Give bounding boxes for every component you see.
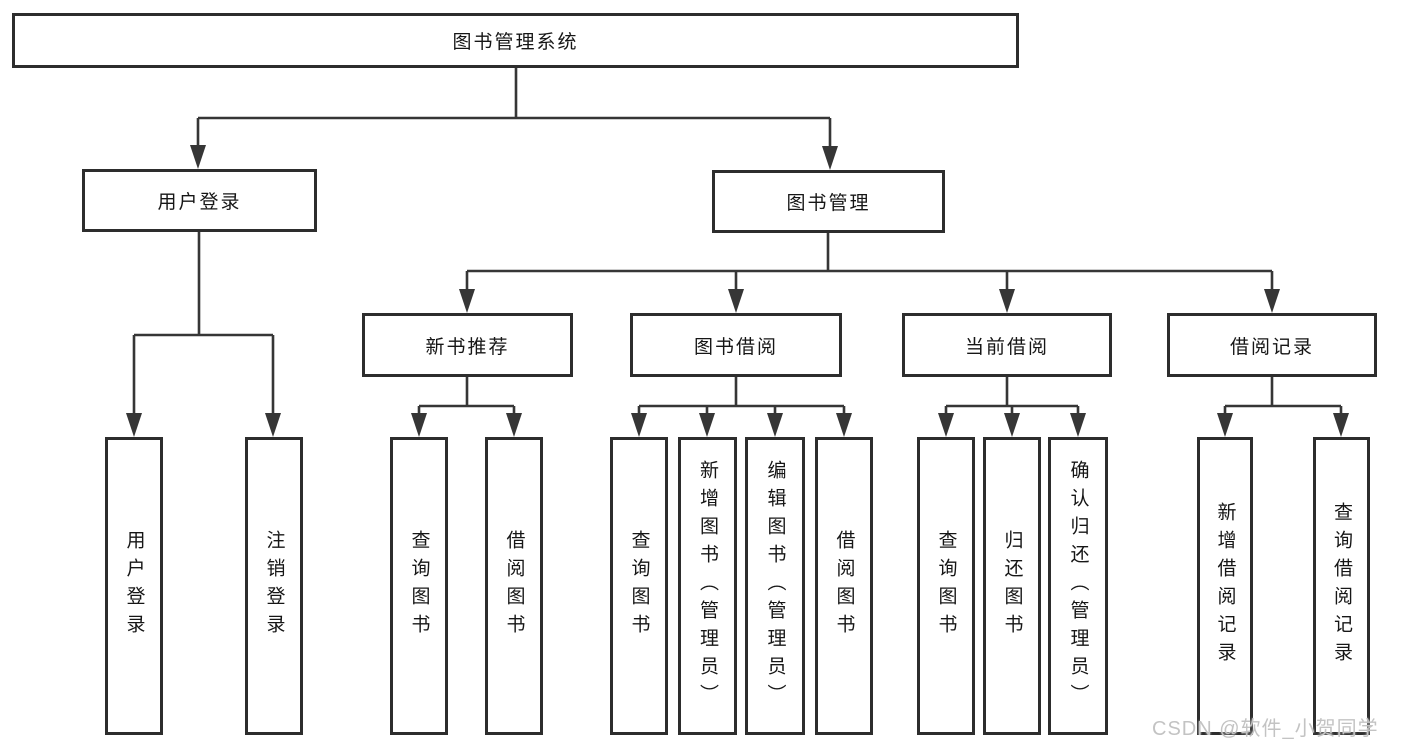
node-label: 借阅记录 [1229, 336, 1314, 358]
leaf-return-books: 归还图书 [983, 437, 1041, 735]
arrowheads [126, 145, 1349, 437]
node-label: 借阅图书 [503, 530, 525, 642]
leaf-borrow-books: 借阅图书 [815, 437, 873, 735]
node-label: 新书推荐 [425, 336, 510, 358]
node-label: 编辑图书（管理员） [764, 460, 786, 712]
leaf-query-books-current: 查询图书 [917, 437, 975, 735]
arrow-down-icon [767, 413, 783, 437]
node-label: 借阅图书 [833, 530, 855, 642]
leaf-logout: 注销登录 [245, 437, 303, 735]
node-label: 确认归还（管理员） [1067, 460, 1089, 712]
node-label: 用户登录 [157, 192, 242, 213]
node-label: 图书管理 [786, 193, 871, 214]
arrow-down-icon [938, 413, 954, 437]
node-current-borrowing: 当前借阅 [902, 313, 1112, 377]
node-borrowing-records: 借阅记录 [1167, 313, 1377, 377]
tree-edges [132, 68, 1343, 415]
leaf-query-books-recommend: 查询图书 [390, 437, 448, 735]
node-label: 查询图书 [408, 530, 430, 642]
arrow-down-icon [631, 413, 647, 437]
arrow-down-icon [822, 146, 838, 170]
arrow-down-icon [506, 413, 522, 437]
arrow-down-icon [1070, 413, 1086, 437]
arrow-down-icon [1333, 413, 1349, 437]
node-label: 新增借阅记录 [1214, 502, 1236, 670]
node-book-management: 图书管理 [712, 170, 945, 233]
arrow-down-icon [1264, 289, 1280, 313]
leaf-user-login: 用户登录 [105, 437, 163, 735]
node-label: 查询图书 [935, 530, 957, 642]
arrow-down-icon [126, 413, 142, 437]
leaf-query-books-borrow: 查询图书 [610, 437, 668, 735]
node-label: 查询借阅记录 [1331, 502, 1352, 670]
node-label: 用户登录 [123, 530, 145, 642]
arrow-down-icon [190, 145, 206, 169]
node-label: 新增图书（管理员） [697, 460, 718, 712]
leaf-borrow-books-recommend: 借阅图书 [485, 437, 543, 735]
arrow-down-icon [1004, 413, 1020, 437]
arrow-down-icon [728, 289, 744, 313]
node-new-book-recommendation: 新书推荐 [362, 313, 573, 377]
csdn-watermark: CSDN @软件_小贺同学 [1152, 718, 1379, 740]
arrow-down-icon [699, 413, 715, 437]
arrow-down-icon [836, 413, 852, 437]
leaf-add-books-admin: 新增图书（管理员） [678, 437, 737, 735]
node-label: 图书管理系统 [452, 32, 579, 53]
leaf-edit-books-admin: 编辑图书（管理员） [745, 437, 805, 735]
arrow-down-icon [999, 289, 1015, 313]
node-label: 归还图书 [1001, 530, 1023, 642]
node-book-borrowing: 图书借阅 [630, 313, 842, 377]
arrow-down-icon [411, 413, 427, 437]
node-user-login: 用户登录 [82, 169, 317, 232]
node-label: 注销登录 [263, 530, 285, 642]
leaf-query-borrow-record: 查询借阅记录 [1313, 437, 1370, 735]
leaf-add-borrow-record: 新增借阅记录 [1197, 437, 1253, 735]
arrow-down-icon [1217, 413, 1233, 437]
node-library-system: 图书管理系统 [12, 13, 1019, 68]
arrow-down-icon [265, 413, 281, 437]
node-label: 当前借阅 [964, 336, 1049, 358]
node-label: 图书借阅 [693, 336, 778, 358]
leaf-confirm-return-admin: 确认归还（管理员） [1048, 437, 1108, 735]
arrow-down-icon [459, 289, 475, 313]
node-label: 查询图书 [628, 530, 650, 642]
